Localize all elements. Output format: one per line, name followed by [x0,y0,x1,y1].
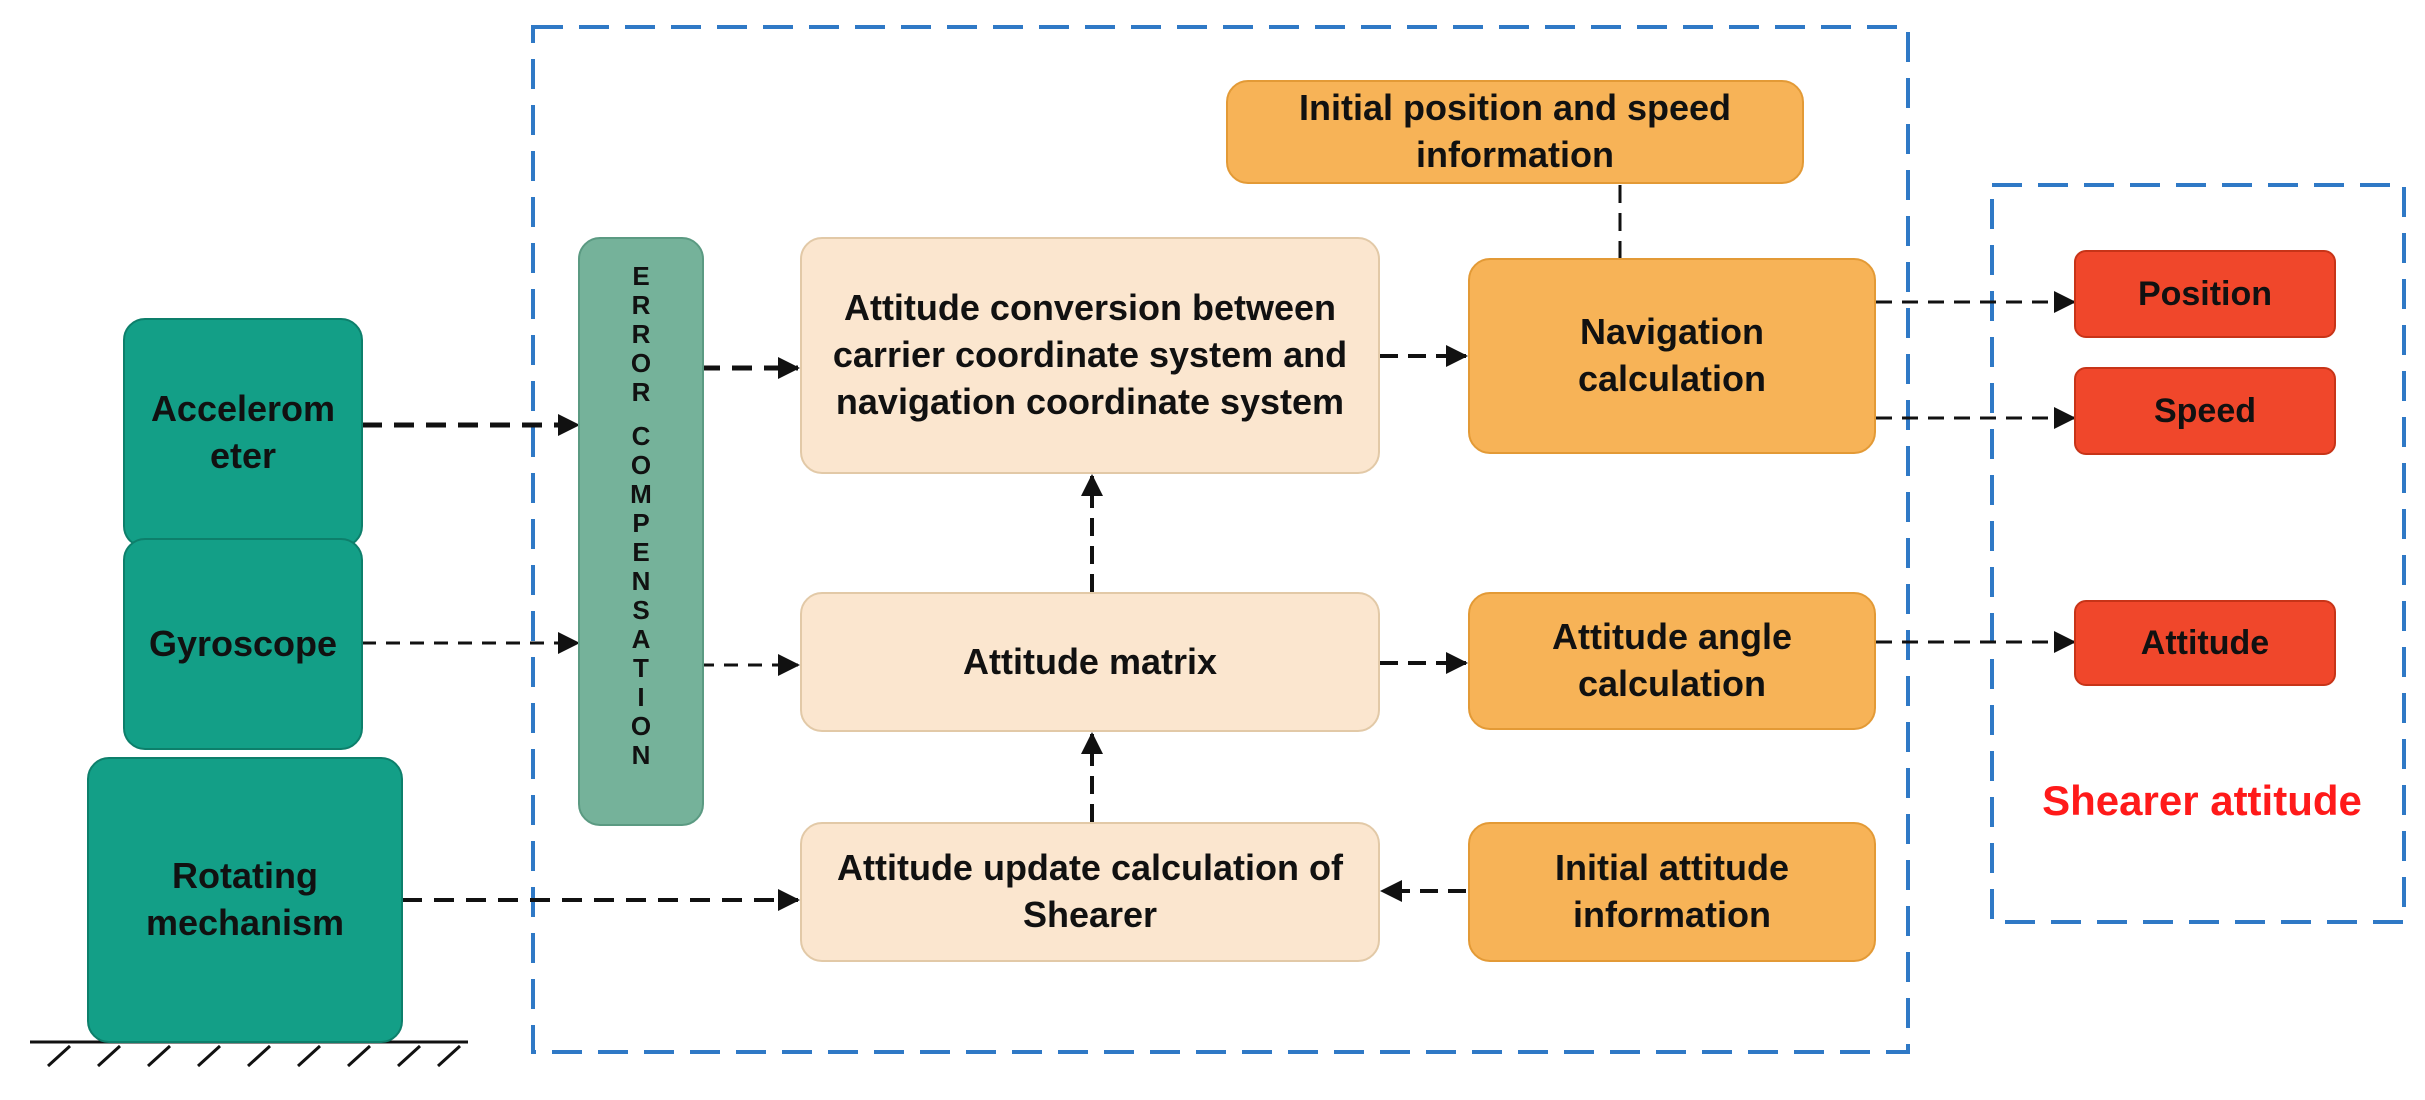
error-letter: E [632,261,650,291]
initial-attitude-label: Initial attitude information [1555,847,1789,935]
initial-position-speed-box: Initial position and speed information [1226,80,1804,184]
position-output: Position [2074,250,2336,338]
shearer-group-border [1990,183,2406,924]
shearer-attitude-title: Shearer attitude [2042,777,2362,824]
position-label: Position [2137,274,2273,313]
attitude-conversion-label: Attitude conversion between carrier coor… [832,287,1348,422]
ground-base [30,1040,468,1068]
attitude-output: Attitude [2074,600,2336,686]
attitude-angle-calculation-box: Attitude angle calculation [1468,592,1876,730]
compensation-letter: M [630,479,652,509]
compensation-letter: I [637,682,645,712]
compensation-letter: O [630,450,652,480]
rotating-mechanism-label: Rotating mechanism [145,855,345,943]
error-letter: R [631,319,651,349]
navigation-calculation-label: Navigation calculation [1577,311,1767,399]
attitude-matrix-box: Attitude matrix [800,592,1380,732]
rotating-mechanism-block: Rotating mechanism [87,757,403,1043]
navigation-calculation-box: Navigation calculation [1468,258,1876,454]
compensation-letter: N [631,566,651,596]
compensation-letter: T [633,653,649,683]
compensation-letter: O [630,711,652,741]
initial-position-speed-label: Initial position and speed information [1298,87,1732,175]
compensation-letter: A [631,624,651,654]
attitude-angle-calculation-label: Attitude angle calculation [1552,616,1792,704]
attitude-update-label: Attitude update calculation of Shearer [836,847,1343,935]
initial-attitude-box: Initial attitude information [1468,822,1876,962]
compensation-letter: N [631,740,651,770]
attitude-matrix-label: Attitude matrix [962,640,1218,682]
attitude-update-box: Attitude update calculation of Shearer [800,822,1380,962]
speed-label: Speed [2153,391,2257,430]
accelerometer-label: Accelerom eter [150,388,336,476]
speed-output: Speed [2074,367,2336,455]
gyroscope-block: Gyroscope [123,538,363,750]
accelerometer-block: Accelerom eter [123,318,363,548]
compensation-letter: E [632,537,650,567]
gyroscope-label: Gyroscope [148,622,338,664]
error-letter: O [630,348,652,378]
error-letter: R [631,290,651,320]
compensation-letter: P [632,508,650,538]
compensation-letter: S [632,595,650,625]
compensation-letter: C [631,421,651,451]
error-letter: R [631,377,651,407]
attitude-conversion-box: Attitude conversion between carrier coor… [800,237,1380,474]
attitude-label: Attitude [2140,623,2270,662]
main-group-border [531,25,1910,1054]
